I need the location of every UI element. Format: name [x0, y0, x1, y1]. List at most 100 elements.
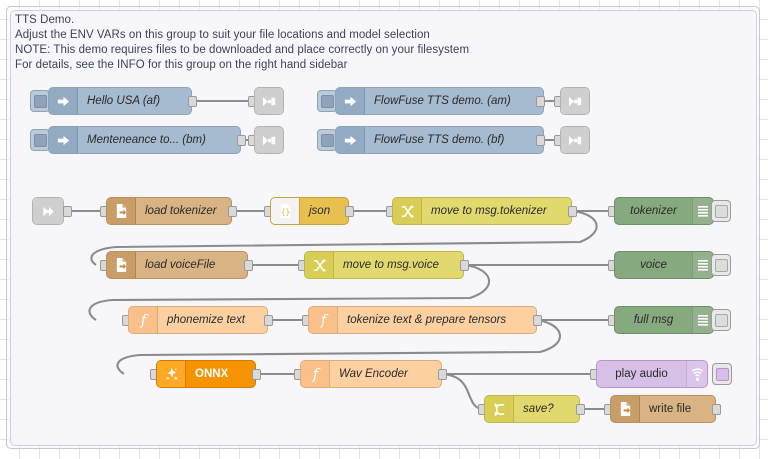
output-port[interactable]	[712, 404, 721, 415]
group-description-line-3: NOTE: This demo requires files to be dow…	[15, 44, 470, 56]
svg-text:f: f	[319, 312, 328, 328]
file-in-icon	[107, 252, 136, 278]
link-in-icon	[33, 198, 63, 224]
play-audio-toggle-button[interactable]	[712, 363, 732, 385]
node-label: phonemize text	[167, 314, 245, 326]
speaker-waves-icon	[686, 361, 707, 387]
node-tokenize-text-prepare-tensors[interactable]: f tokenize text & prepare tensors	[308, 306, 537, 334]
node-move-to-msg-tokenizer[interactable]: move to msg.tokenizer	[392, 197, 572, 225]
node-debug-full-msg[interactable]: full msg	[614, 306, 714, 334]
node-link-out-3[interactable]	[560, 87, 590, 115]
output-port[interactable]	[63, 206, 72, 217]
node-onnx[interactable]: ONNX	[156, 360, 256, 388]
debug-lines-icon	[692, 198, 713, 224]
function-f-icon: f	[129, 307, 158, 333]
audio-toggle-square-icon	[715, 367, 729, 381]
function-f-icon: f	[301, 361, 330, 387]
debug-toggle-button-tokenizer[interactable]	[711, 200, 731, 222]
output-port[interactable]	[345, 206, 354, 217]
inject-button-ff-bf[interactable]	[317, 129, 337, 151]
output-port[interactable]	[438, 369, 447, 380]
inject-arrow-icon	[336, 127, 365, 153]
node-label: Menteneance to... (bm)	[87, 134, 206, 146]
node-save-switch[interactable]: save?	[484, 395, 580, 423]
node-link-in-1[interactable]	[32, 197, 64, 225]
node-label: ONNX	[195, 368, 229, 380]
node-inject-hello-usa[interactable]: Hello USA (af)	[48, 87, 192, 115]
svg-text:f: f	[311, 366, 320, 382]
node-inject-flowfuse-bf[interactable]: FlowFuse TTS demo. (bf)	[335, 126, 544, 154]
debug-toggle-square-icon	[714, 313, 728, 327]
node-link-out-2[interactable]	[254, 126, 284, 154]
group-description-line-2: Adjust the ENV VARs on this group to sui…	[15, 29, 430, 41]
file-in-icon	[107, 198, 136, 224]
output-port[interactable]	[228, 206, 237, 217]
node-json[interactable]: {} json	[270, 197, 349, 225]
node-move-to-msg-voice[interactable]: move to msg.voice	[304, 251, 464, 279]
change-shuffle-icon	[393, 198, 422, 224]
inject-button-square-icon	[320, 133, 334, 147]
node-label: write file	[649, 403, 692, 415]
node-link-out-4[interactable]	[560, 126, 590, 154]
output-port[interactable]	[252, 369, 261, 380]
wire-tokenize-onnx	[116, 318, 562, 375]
wire-movetokenizer-loadvoicefile	[90, 209, 598, 266]
output-port[interactable]	[237, 135, 246, 146]
link-out-icon	[255, 127, 283, 153]
node-label: play audio	[615, 368, 668, 380]
link-out-icon	[561, 88, 589, 114]
output-port[interactable]	[244, 260, 253, 271]
node-label: load tokenizer	[145, 205, 217, 217]
inject-arrow-icon	[336, 88, 365, 114]
inject-arrow-icon	[49, 127, 78, 153]
output-port[interactable]	[576, 404, 585, 415]
change-shuffle-icon	[305, 252, 334, 278]
debug-toggle-button-full-msg[interactable]	[711, 309, 731, 331]
node-wav-encoder[interactable]: f Wav Encoder	[300, 360, 442, 388]
node-load-tokenizer[interactable]: load tokenizer	[106, 197, 232, 225]
output-port[interactable]	[533, 315, 542, 326]
output-port[interactable]	[460, 260, 469, 271]
node-label: json	[309, 205, 331, 217]
node-write-file[interactable]: write file	[610, 395, 716, 423]
onnx-sparkle-icon	[157, 361, 186, 387]
wire-movevoice-phonemize	[88, 263, 490, 321]
node-label: Hello USA (af)	[87, 95, 161, 107]
node-label: full msg	[633, 314, 674, 326]
file-out-icon	[611, 396, 640, 422]
node-phonemize-text[interactable]: f phonemize text	[128, 306, 268, 334]
node-debug-tokenizer[interactable]: tokenizer	[614, 197, 714, 225]
debug-lines-icon	[692, 252, 713, 278]
node-label: voice	[640, 259, 667, 271]
debug-lines-icon	[692, 307, 713, 333]
node-label: move to msg.voice	[343, 259, 439, 271]
node-debug-voice[interactable]: voice	[614, 251, 714, 279]
output-port[interactable]	[264, 315, 273, 326]
debug-toggle-button-voice[interactable]	[711, 254, 731, 276]
node-label: save?	[523, 403, 554, 415]
group-description-line-1: TTS Demo.	[15, 14, 75, 26]
switch-branch-icon	[485, 396, 514, 422]
output-port[interactable]	[568, 206, 577, 217]
node-label: Wav Encoder	[339, 368, 408, 380]
node-link-out-1[interactable]	[254, 87, 284, 115]
output-port[interactable]	[536, 96, 545, 107]
node-inject-flowfuse-am[interactable]: FlowFuse TTS demo. (am)	[335, 87, 544, 115]
output-port[interactable]	[536, 135, 545, 146]
node-inject-maintenance[interactable]: Menteneance to... (bm)	[48, 126, 241, 154]
inject-button-square-icon	[320, 94, 334, 108]
node-label: load voiceFile	[145, 259, 216, 271]
node-load-voicefile[interactable]: load voiceFile	[106, 251, 248, 279]
node-label: tokenize text & prepare tensors	[347, 314, 507, 326]
inject-arrow-icon	[49, 88, 78, 114]
output-port[interactable]	[188, 96, 197, 107]
inject-button-ff-am[interactable]	[317, 90, 337, 112]
node-label: move to msg.tokenizer	[431, 205, 547, 217]
node-label: tokenizer	[630, 205, 677, 217]
debug-toggle-square-icon	[714, 258, 728, 272]
inject-button-hello-usa[interactable]	[30, 90, 50, 112]
node-play-audio[interactable]: play audio	[596, 360, 708, 388]
inject-button-maintenance[interactable]	[30, 129, 50, 151]
